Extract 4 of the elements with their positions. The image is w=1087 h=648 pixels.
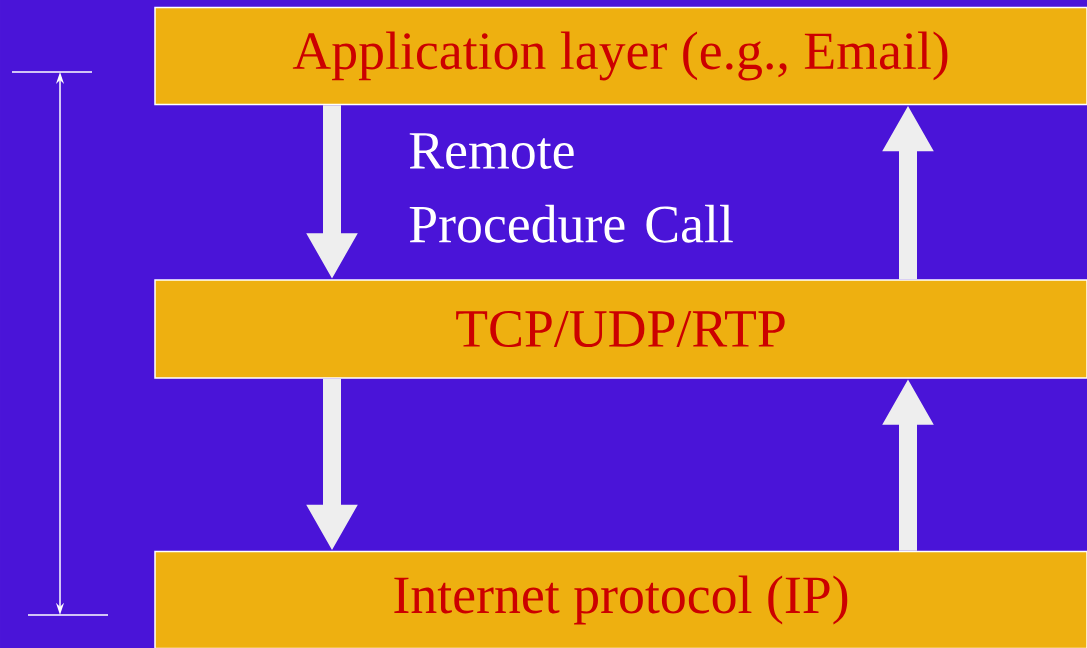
layer-box: Internet protocol (IP)	[154, 550, 1087, 648]
annotation: Remote Procedure Call	[409, 133, 733, 243]
layer-box: Application layer (e.g., Email)	[154, 6, 1087, 106]
layer-box: TCP/UDP/RTP	[154, 279, 1087, 379]
